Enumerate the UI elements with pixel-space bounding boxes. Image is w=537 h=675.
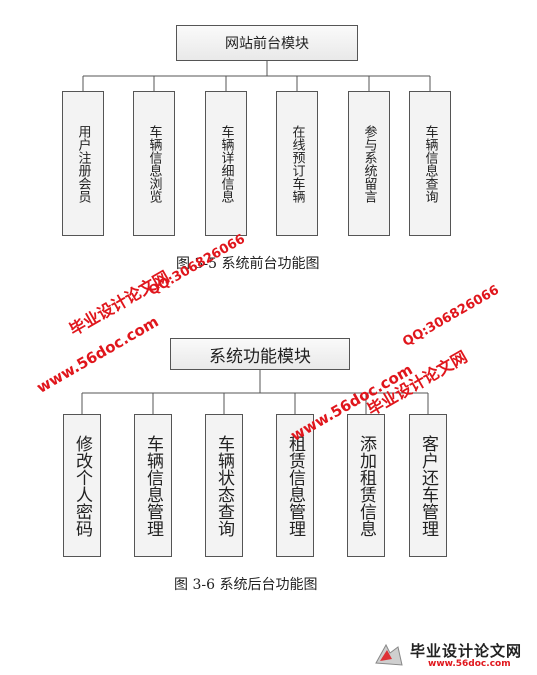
diagram1-child-label: 车辆信息查询 <box>422 124 438 203</box>
diagram2-child-label: 车辆信息管理 <box>143 434 163 537</box>
diagram2-child-label: 车辆状态查询 <box>214 434 234 537</box>
logo-site-name: 毕业设计论文网 <box>410 642 523 660</box>
diagram1-child-label: 车辆信息浏览 <box>146 124 162 203</box>
logo-emblem-icon <box>375 643 403 666</box>
diagram2-connectors <box>81 370 429 414</box>
diagram1-child-label: 在线预订车辆 <box>289 124 305 203</box>
site-logo: 毕业设计论文网 www.56doc.com <box>372 640 532 670</box>
diagram2-child-box: 租赁信息管理 <box>276 414 314 557</box>
diagram1-child-label: 参与系统留言 <box>361 124 377 203</box>
logo-url: www.56doc.com <box>428 659 511 669</box>
diagram2-child-box: 客户还车管理 <box>409 414 447 557</box>
diagram1-child-label: 用户注册会员 <box>75 124 91 203</box>
diagram2-root-box: 系统功能模块 <box>170 338 350 370</box>
diagram2-child-label: 租赁信息管理 <box>285 434 305 537</box>
diagram1-connectors <box>82 61 431 91</box>
diagram1-child-box: 用户注册会员 <box>62 91 104 236</box>
diagram1-child-box: 参与系统留言 <box>348 91 390 236</box>
diagram2-child-label: 客户还车管理 <box>418 434 438 537</box>
diagram1-child-box: 在线预订车辆 <box>276 91 318 236</box>
diagram2-child-box: 车辆信息管理 <box>134 414 172 557</box>
diagram1-caption: 图 3-5 系统前台功能图 <box>176 256 320 272</box>
diagram1-root-label: 网站前台模块 <box>225 36 309 52</box>
diagram1-child-box: 车辆信息查询 <box>409 91 451 236</box>
diagram2-root-label: 系统功能模块 <box>209 346 311 367</box>
diagram2-child-label: 修改个人密码 <box>72 434 92 537</box>
diagram2-caption: 图 3-6 系统后台功能图 <box>174 577 318 593</box>
diagram2-child-box: 修改个人密码 <box>63 414 101 557</box>
diagram2-child-box: 车辆状态查询 <box>205 414 243 557</box>
diagram1-child-label: 车辆详细信息 <box>218 124 234 203</box>
diagram1-child-box: 车辆信息浏览 <box>133 91 175 236</box>
diagram2-child-label: 添加租赁信息 <box>356 434 376 537</box>
diagram1-root-box: 网站前台模块 <box>176 25 358 61</box>
diagram1-child-box: 车辆详细信息 <box>205 91 247 236</box>
diagram2-child-box: 添加租赁信息 <box>347 414 385 557</box>
